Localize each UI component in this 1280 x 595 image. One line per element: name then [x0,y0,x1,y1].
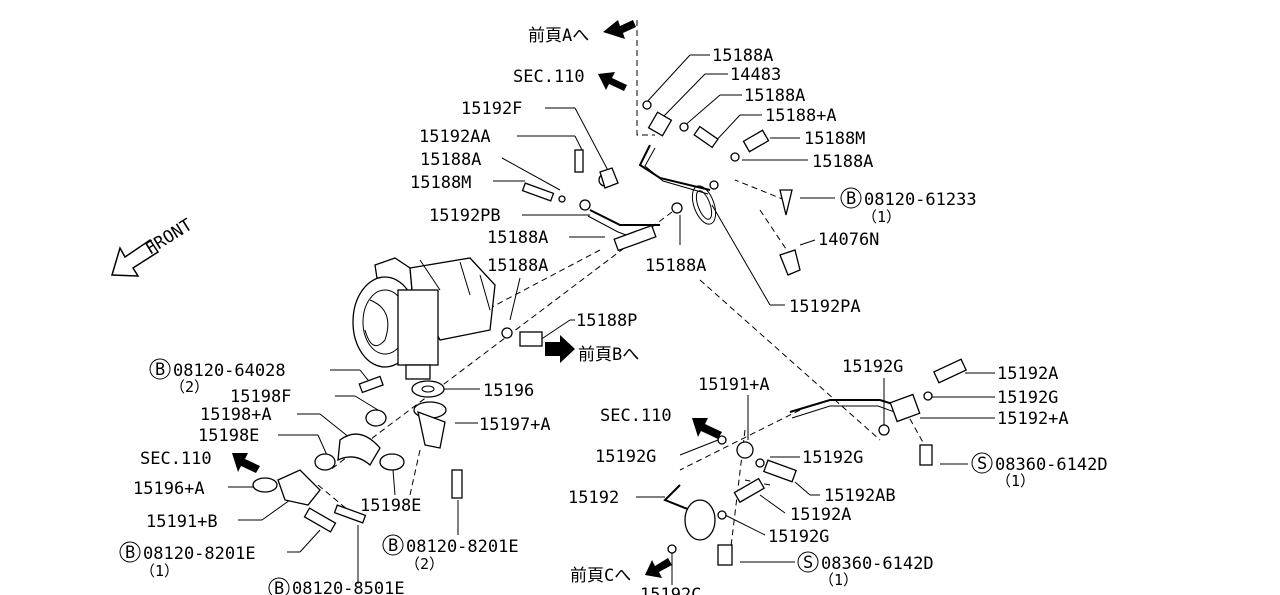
label-15192C: 15192C [640,585,701,595]
label-prev-c: 前頁Cへ [570,566,631,586]
label-15188P: 15188P [576,311,637,331]
label-sec110-left: SEC.110 [140,449,212,469]
label-15188A-2: 15188A [744,86,805,106]
oil-feed-pipe-top [638,100,801,276]
label-15198E-t: 15198E [198,426,259,446]
oil-return-pipe-right [663,358,967,566]
oil-drain-parts [252,327,543,533]
arrow-to-sec110-top [598,72,627,91]
front-arrow [111,238,160,277]
bolt-number-s1: 08360-6142D [995,455,1108,475]
bolt-mark-b4: B [388,536,398,556]
bolt-qty-b1: （1） [862,208,901,226]
label-15198E-b: 15198E [360,496,421,516]
label-15191plusA: 15191+A [698,375,770,395]
label-sec110-mid: SEC.110 [600,406,672,426]
bolt-number-b1: 08120-61233 [864,190,977,210]
label-sec110-top: SEC.110 [513,67,585,87]
label-15192G-2: 15192G [997,388,1058,408]
label-15188A-6: 15188A [645,256,706,276]
bolt-number-s2: 08360-6142D [821,554,934,574]
label-15192plusA: 15192+A [997,409,1069,429]
label-15192G-m: 15192G [802,448,863,468]
label-15188plusA: 15188+A [765,106,837,126]
bolt-callouts: B 08120-61233 （1） B 08120-64028 （2） B 08… [119,187,1108,595]
bolt-mark-s2: S [803,553,813,573]
bolt-qty-s1: （1） [996,472,1035,490]
label-prev-b: 前頁Bへ [578,345,639,365]
label-15192A-b: 15192A [790,505,851,525]
label-15192A-t: 15192A [997,364,1058,384]
arrow-to-sec110-left [232,453,260,473]
turbocharger [352,257,496,380]
label-15192AA: 15192AA [419,127,491,147]
label-15198plusA: 15198+A [200,405,272,425]
label-15192F: 15192F [461,99,522,119]
arrow-to-prev-b [545,335,575,363]
label-front: FRONT [142,215,196,259]
label-15196plusA: 15196+A [133,479,205,499]
bolt-mark-b1: B [846,189,856,209]
bolt-number-b2: 08120-64028 [173,361,286,381]
bolt-qty-s2: （1） [819,571,858,589]
label-15192AB: 15192AB [824,486,896,506]
bolt-mark-b5: B [274,579,284,595]
label-15188A-5: 15188A [487,228,548,248]
label-15192PA: 15192PA [789,297,861,317]
bolt-number-b5: 08120-8501E [292,579,405,595]
bolt-mark-b3: B [125,543,135,563]
arrow-to-prev-a [603,20,636,39]
label-15188M-r: 15188M [804,129,865,149]
bolt-number-b3: 08120-8201E [143,544,256,564]
label-15188A-3: 15188A [812,152,873,172]
label-14076N: 14076N [818,230,879,250]
label-15192G-l: 15192G [595,447,656,467]
arrow-to-sec110-mid [692,418,722,439]
label-15192: 15192 [568,488,619,508]
label-15188A-1: 15188A [712,46,773,66]
label-15191plusB: 15191+B [146,512,218,532]
label-15197plusA: 15197+A [479,415,551,435]
direction-arrows [111,20,722,578]
bolt-qty-b3: （1） [140,562,179,580]
oil-pipe-bracket [521,149,683,252]
bolt-number-b4: 08120-8201E [406,537,519,557]
bolt-mark-s1: S [977,454,987,474]
label-15188A-7: 15188A [487,256,548,276]
bolt-qty-b4: （2） [405,555,444,573]
label-15192G-t: 15192G [842,357,903,377]
bolt-mark-b2: B [155,360,165,380]
label-15188A-4: 15188A [420,150,481,170]
part-labels: 前頁Aへ SEC.110 15188A 14483 15188A 15188+A… [133,26,1069,595]
label-15188M-l: 15188M [410,173,471,193]
label-15192G-b: 15192G [768,527,829,547]
arrow-to-prev-c [645,558,672,578]
label-15196: 15196 [483,381,534,401]
label-15198F: 15198F [230,387,291,407]
leader-lines [228,54,995,585]
label-15192PB: 15192PB [429,206,501,226]
bolt-qty-b2: （2） [170,378,209,396]
label-prev-a: 前頁Aへ [528,26,589,46]
label-14483: 14483 [730,65,781,85]
